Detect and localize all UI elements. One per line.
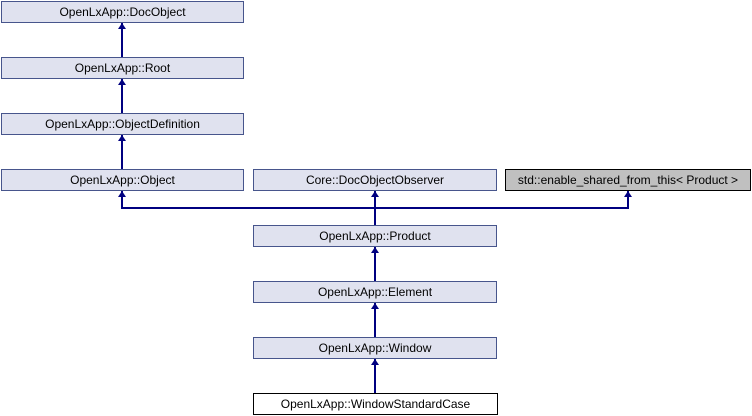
arrowhead-up-icon (118, 23, 126, 29)
arrowhead-up-icon (371, 359, 379, 365)
class-node-element[interactable]: OpenLxApp::Element (253, 281, 497, 303)
arrowhead-up-icon (624, 191, 632, 197)
class-node-objectdefinition[interactable]: OpenLxApp::ObjectDefinition (1, 113, 244, 135)
edge-element-to-product (374, 247, 376, 281)
arrowhead-up-icon (371, 303, 379, 309)
edge-product-to-docobjectobserver (374, 191, 376, 225)
edge-objectdefinition-to-root (121, 79, 123, 113)
arrowhead-up-icon (371, 247, 379, 253)
edge-object-to-objectdefinition (121, 135, 123, 169)
edge-product-to-enable-shared-from-this (627, 191, 629, 209)
arrowhead-up-icon (118, 191, 126, 197)
edge-window-to-element (374, 303, 376, 337)
class-node-object[interactable]: OpenLxApp::Object (1, 169, 244, 191)
edge-windowstandardcase-to-window (374, 359, 376, 393)
class-node-docobject[interactable]: OpenLxApp::DocObject (1, 1, 244, 23)
class-node-product[interactable]: OpenLxApp::Product (253, 225, 497, 247)
arrowhead-up-icon (118, 79, 126, 85)
class-node-windowstandardcase: OpenLxApp::WindowStandardCase (253, 393, 498, 415)
edge-root-to-docobject (121, 23, 123, 57)
arrowhead-up-icon (371, 191, 379, 197)
class-node-window[interactable]: OpenLxApp::Window (253, 337, 497, 359)
class-node-docobjectobserver[interactable]: Core::DocObjectObserver (253, 169, 497, 191)
arrowhead-up-icon (118, 135, 126, 141)
class-node-enable-shared-from-this: std::enable_shared_from_this< Product > (505, 169, 751, 191)
edge-product-to-object (121, 191, 123, 209)
class-node-root[interactable]: OpenLxApp::Root (1, 57, 244, 79)
